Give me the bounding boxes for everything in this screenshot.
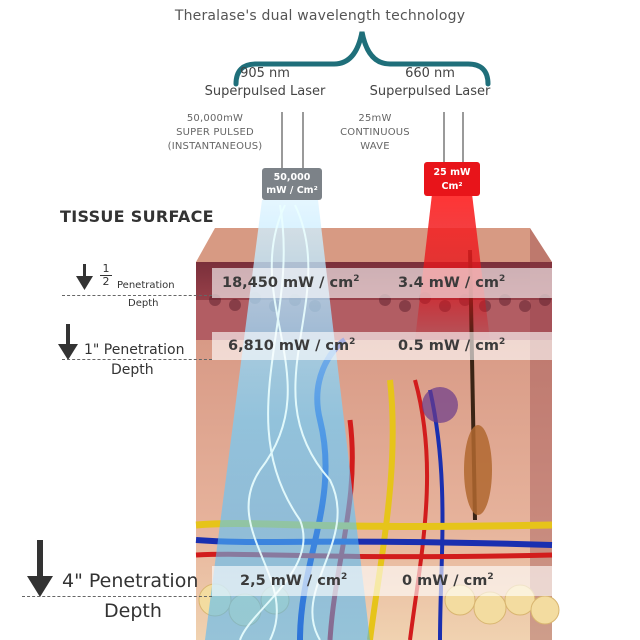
depth-band-1in bbox=[212, 332, 552, 360]
tissue-surface-label: TISSUE SURFACE bbox=[60, 207, 214, 226]
right-power: 25mW bbox=[358, 113, 392, 124]
half-depth-label2: Depth bbox=[128, 298, 159, 309]
4in-depth-left-value: 2,5 mW / cm2 bbox=[240, 572, 348, 589]
1in-depth-right-value: 0.5 mW / cm2 bbox=[398, 337, 506, 354]
left-probe-line1: 50,000 bbox=[273, 172, 311, 183]
right-probe-line1: 25 mW bbox=[433, 167, 471, 178]
left-laser-name: Superpulsed Laser bbox=[204, 84, 326, 99]
4in-depth-right-value: 0 mW / cm2 bbox=[402, 572, 494, 589]
4in-depth-label2: Depth bbox=[104, 600, 162, 622]
4in-depth-label1: 4" Penetration bbox=[62, 570, 199, 592]
left-mode-line1: SUPER PULSED bbox=[176, 127, 254, 138]
1in-depth-dashline bbox=[62, 359, 212, 360]
half-fraction: 1 2 bbox=[100, 263, 112, 288]
left-probe-line2: mW / Cm² bbox=[266, 185, 318, 196]
right-probe-line2: Cm² bbox=[441, 181, 463, 192]
half-depth-left-value: 18,450 mW / cm2 bbox=[222, 274, 360, 291]
1in-depth-left-value: 6,810 mW / cm2 bbox=[228, 337, 356, 354]
1in-depth-label2: Depth bbox=[111, 362, 154, 378]
right-mode-line1: CONTINUOUS bbox=[340, 127, 410, 138]
left-power: 50,000mW bbox=[186, 113, 244, 124]
diagram-title: Theralase's dual wavelength technology bbox=[174, 8, 466, 24]
wavelength-bracket bbox=[233, 31, 491, 87]
right-wavelength: 660 nm bbox=[405, 66, 455, 81]
half-depth-dashline bbox=[62, 295, 212, 296]
half-depth-right-value: 3.4 mW / cm2 bbox=[398, 274, 506, 291]
1in-depth-label1: 1" Penetration bbox=[84, 342, 185, 358]
half-depth-label1: Penetration bbox=[117, 280, 175, 291]
depth-band-half bbox=[212, 268, 552, 298]
right-laser-name: Superpulsed Laser bbox=[369, 84, 491, 99]
4in-depth-dashline bbox=[22, 596, 212, 597]
left-mode-line2: (INSTANTANEOUS) bbox=[167, 141, 263, 152]
depth-band-4in bbox=[212, 566, 552, 596]
left-wavelength: 905 nm bbox=[240, 66, 290, 81]
right-mode-line2: WAVE bbox=[360, 141, 390, 152]
